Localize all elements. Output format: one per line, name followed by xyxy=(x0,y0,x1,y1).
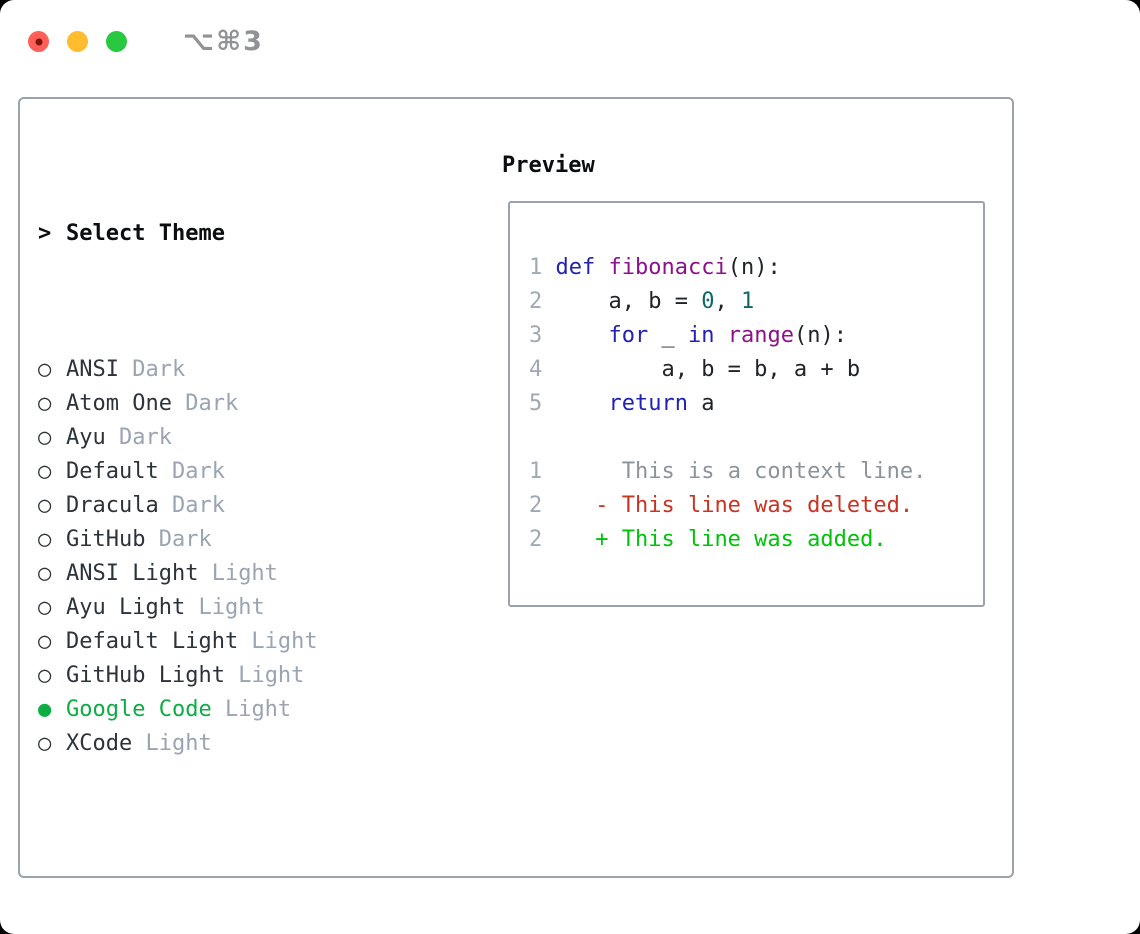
code-line: 5 return a xyxy=(529,391,715,416)
theme-item-label: Ayu Light xyxy=(66,595,186,620)
title-bar: ⌥⌘3 xyxy=(28,26,264,57)
theme-variant-tag: Light xyxy=(238,629,318,654)
theme-item-ayu-light[interactable]: ○ Ayu Light Light xyxy=(38,591,409,625)
theme-item-ayu[interactable]: ○ Ayu Dark xyxy=(38,421,409,455)
theme-item-label: Google Code xyxy=(66,697,212,722)
radio-unselected-icon: ○ xyxy=(38,425,52,450)
radio-unselected-icon: ○ xyxy=(38,527,52,552)
preview-heading: Preview xyxy=(502,153,595,178)
theme-item-ansi-light[interactable]: ○ ANSI Light Light xyxy=(38,557,409,591)
theme-item-label: Atom One xyxy=(66,391,172,416)
theme-variant-tag: Dark xyxy=(158,459,225,484)
prompt-cursor-icon: > xyxy=(38,221,52,246)
theme-variant-tag: Dark xyxy=(145,527,212,552)
code-line: 2 a, b = 0, 1 xyxy=(529,289,755,314)
theme-selector-panel: > Select Theme ○ ANSI Dark ○ Atom One Dark ○ A… xyxy=(18,97,1014,878)
theme-list: ○ ANSI Dark ○ Atom One Dark ○ Ayu Dark ○ Defaul… xyxy=(38,353,409,761)
theme-variant-tag: Light xyxy=(211,697,292,722)
theme-variant-tag: Light xyxy=(224,663,305,688)
theme-item-label: Default xyxy=(66,459,159,484)
theme-item-label: Dracula xyxy=(66,493,159,518)
select-theme-heading-label: Select Theme xyxy=(66,221,225,246)
theme-item-label: GitHub xyxy=(66,527,146,552)
select-theme-heading: > Select Theme xyxy=(38,217,409,251)
diff-line: 1 This is a context line. xyxy=(529,459,927,484)
theme-selector-column: > Select Theme ○ ANSI Dark ○ Atom One Dark ○ A… xyxy=(38,149,409,934)
code-line: 3 for _ in range(n): xyxy=(529,323,847,348)
theme-item-label: Ayu xyxy=(66,425,106,450)
theme-item-ansi[interactable]: ○ ANSI Dark xyxy=(38,353,409,387)
code-line: 4 a, b = b, a + b xyxy=(529,357,861,382)
theme-item-github[interactable]: ○ GitHub Dark xyxy=(38,523,409,557)
radio-unselected-icon: ○ xyxy=(38,629,52,654)
radio-unselected-icon: ○ xyxy=(38,663,52,688)
radio-unselected-icon: ○ xyxy=(38,459,52,484)
theme-item-dracula[interactable]: ○ Dracula Dark xyxy=(38,489,409,523)
theme-variant-tag: Dark xyxy=(158,493,225,518)
radio-unselected-icon: ○ xyxy=(38,731,52,756)
theme-item-xcode[interactable]: ○ XCode Light xyxy=(38,727,409,761)
theme-item-google-code[interactable]: ● Google Code Light xyxy=(38,693,409,727)
theme-item-github-light[interactable]: ○ GitHub Light Light xyxy=(38,659,409,693)
theme-variant-tag: Light xyxy=(132,731,212,756)
radio-selected-icon: ● xyxy=(38,697,52,722)
radio-unselected-icon: ○ xyxy=(38,493,52,518)
code-line: 1 def fibonacci(n): xyxy=(529,255,781,280)
theme-item-label: ANSI xyxy=(66,357,119,382)
theme-variant-tag: Dark xyxy=(105,425,172,450)
code-preview: 1 def fibonacci(n): 2 a, b = 0, 1 3 for _ … xyxy=(529,251,983,421)
window-title: ⌥⌘3 xyxy=(183,26,264,57)
radio-unselected-icon: ○ xyxy=(38,561,52,586)
theme-item-default[interactable]: ○ Default Dark xyxy=(38,455,409,489)
theme-item-label: XCode xyxy=(66,731,133,756)
zoom-button[interactable] xyxy=(106,31,127,52)
theme-variant-tag: Dark xyxy=(171,391,239,416)
radio-unselected-icon: ○ xyxy=(38,595,52,620)
radio-unselected-icon: ○ xyxy=(38,357,52,382)
minimize-button[interactable] xyxy=(67,31,88,52)
spacer xyxy=(38,863,409,897)
theme-variant-tag: Dark xyxy=(118,357,186,382)
theme-item-atom-one[interactable]: ○ Atom One Dark xyxy=(38,387,409,421)
preview-box: 1 def fibonacci(n): 2 a, b = 0, 1 3 for _ … xyxy=(508,201,985,607)
diff-line: 2 - This line was deleted. xyxy=(529,493,914,518)
diff-preview: 1 This is a context line. 2 - This line w… xyxy=(529,455,983,557)
theme-item-label: ANSI Light xyxy=(66,561,199,586)
theme-item-label: Default Light xyxy=(66,629,239,654)
close-button[interactable] xyxy=(28,31,49,52)
theme-variant-tag: Light xyxy=(185,595,265,620)
theme-variant-tag: Light xyxy=(198,561,278,586)
theme-item-label: GitHub Light xyxy=(66,663,225,688)
radio-unselected-icon: ○ xyxy=(38,391,52,416)
theme-item-default-light[interactable]: ○ Default Light Light xyxy=(38,625,409,659)
diff-line: 2 + This line was added. xyxy=(529,527,887,552)
